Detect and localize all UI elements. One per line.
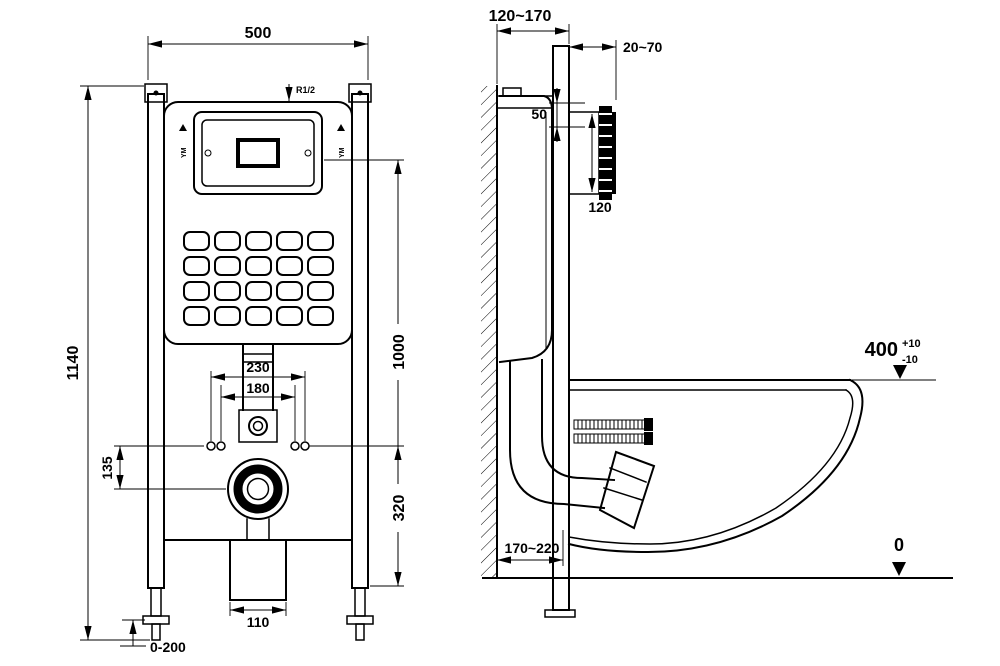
dim-top-offset-label: 50 <box>531 106 547 122</box>
dim-frame-height-label: 1140 <box>65 346 82 381</box>
dim-bolts-outer-label: 230 <box>246 359 270 375</box>
outlet-opening <box>227 458 289 520</box>
water-inlet-callout: R1/2 <box>285 84 315 101</box>
dim-frame-height: 1140 <box>65 85 150 641</box>
fixing-bolts <box>206 441 310 451</box>
mounting-hardware <box>573 418 653 445</box>
dim-outlet-depth-label: 170~220 <box>505 540 560 556</box>
plate-screw-right <box>304 149 312 157</box>
floor-level-annotation: 0 <box>892 535 906 576</box>
top-right-bracket <box>348 83 372 103</box>
plate-side-mark-left: YM <box>181 147 188 158</box>
side-view: 120~170 20~70 50 120 170~220 <box>481 8 953 618</box>
flush-elbow <box>509 359 616 510</box>
frame-left-rail <box>147 93 165 589</box>
dim-frame-depth-label: 120~170 <box>489 8 552 25</box>
wall-hatch <box>481 86 497 578</box>
front-view: YM YM R1/2 <box>65 25 408 655</box>
dim-plate-height-label: 1000 <box>391 334 408 370</box>
dim-bolts-outer: 230 <box>210 359 306 441</box>
top-left-bracket <box>144 83 168 103</box>
cistern-tank <box>163 101 353 345</box>
pipe-fitting <box>238 409 278 443</box>
floor-level-marker-icon <box>892 562 906 576</box>
plate-stripes <box>599 113 612 192</box>
inlet-label: R1/2 <box>296 85 315 95</box>
dim-bolts-inner-label: 180 <box>246 380 270 396</box>
flush-plate-side <box>568 106 616 200</box>
dim-frame-width: 500 <box>147 25 369 80</box>
flush-plate: YM YM <box>179 111 346 195</box>
dim-plate-depth-label: 20~70 <box>623 39 663 55</box>
dim-top-offset: 50 <box>531 88 585 142</box>
rim-height-annotation: 400 +10 -10 <box>865 338 921 379</box>
dim-outlet-height-label: 320 <box>391 495 408 522</box>
dim-duct-width-label: 110 <box>247 614 270 630</box>
dim-duct-width: 110 <box>229 602 287 630</box>
dim-bolts-inner: 180 <box>220 380 296 441</box>
outlet-duct <box>163 518 353 601</box>
outlet-spud <box>598 450 656 530</box>
cistern-side <box>498 95 553 364</box>
dim-inlet-offset: 135 <box>99 445 226 490</box>
rim-level-marker-icon <box>893 365 907 379</box>
tank-mounting-grid <box>183 231 334 326</box>
dim-foot-adjust-label: 0-200 <box>150 639 186 655</box>
plate-screw-left <box>204 149 212 157</box>
dim-foot-adjust: 0-200 <box>120 619 186 655</box>
plate-side-mark-right: YM <box>339 147 346 158</box>
left-mark-icon <box>179 124 187 131</box>
dim-frame-width-label: 500 <box>245 25 272 42</box>
flush-button <box>236 138 280 168</box>
floor-level-label: 0 <box>894 535 904 555</box>
right-mark-icon <box>337 124 345 131</box>
dim-frame-depth: 120~170 <box>489 8 570 84</box>
foot-plate-side <box>544 609 576 618</box>
rim-tolerance-plus-label: +10 <box>902 338 921 350</box>
dim-outlet-depth: 170~220 <box>497 530 564 566</box>
frame-right-rail <box>351 93 369 589</box>
dim-plate-height-side: 120 <box>588 114 612 215</box>
top-right-bolt-hole <box>357 90 363 96</box>
rim-tolerance-minus-label: -10 <box>902 354 918 366</box>
dim-plate-height-side-label: 120 <box>588 199 612 215</box>
top-left-bolt-hole <box>153 90 159 96</box>
dim-heights-right: 1000 320 <box>309 159 408 587</box>
wall-bracket <box>496 87 554 109</box>
dim-plate-depth: 20~70 <box>569 39 663 100</box>
rim-height-label: 400 <box>865 339 898 361</box>
toilet-bowl <box>567 378 936 554</box>
dim-inlet-offset-label: 135 <box>99 456 115 480</box>
frame-rail-side <box>552 45 570 611</box>
